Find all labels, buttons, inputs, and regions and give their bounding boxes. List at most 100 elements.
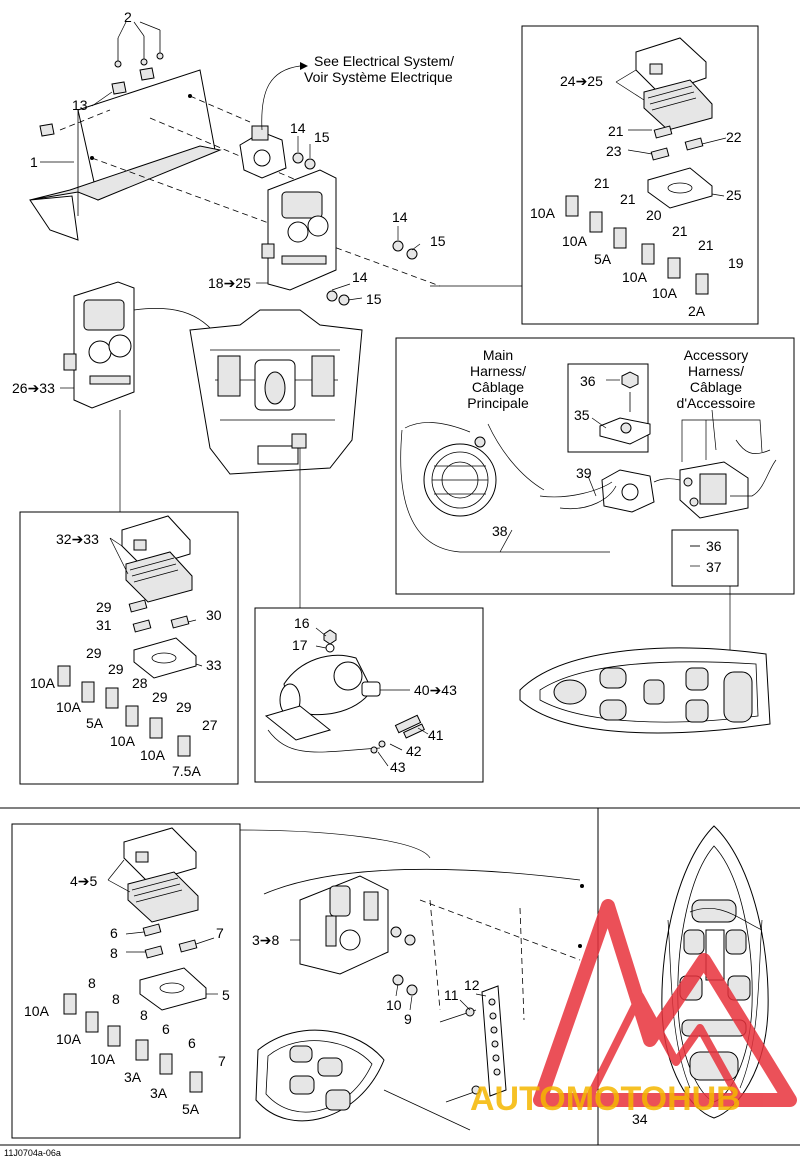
- fuse-box-c-parts: [63, 827, 207, 1093]
- terminal-strip: [439, 985, 507, 1103]
- part-15-label-b: 15: [430, 233, 446, 249]
- fuse-box-b-frame: [19, 511, 239, 785]
- part-21-label-b: 21: [594, 175, 610, 191]
- fuse-5a-label-c: 5A: [182, 1101, 200, 1117]
- boat-top-view-2: [255, 1029, 471, 1131]
- fuse-holder-26-33: [63, 281, 221, 409]
- accessory-harness-parts: [400, 363, 777, 650]
- part-21-label-e: 21: [698, 237, 714, 253]
- mounting-bracket: [29, 69, 441, 287]
- fuse-5a-label-a: 5A: [594, 251, 612, 267]
- part-14-label-c: 14: [352, 269, 368, 285]
- part-29-label-d: 29: [152, 689, 168, 705]
- acc-harness-label-2: Harness/: [688, 363, 744, 379]
- part-41-label: 41: [428, 727, 444, 743]
- fuse-7-5a-label: 7.5A: [172, 763, 201, 779]
- solenoid-connector: [239, 62, 316, 179]
- part-8-label-d: 8: [140, 1007, 148, 1023]
- part-31-label: 31: [96, 617, 112, 633]
- part-8-label-a: 8: [110, 945, 118, 961]
- part-39-label: 39: [576, 465, 592, 481]
- part-6-label-c: 6: [188, 1035, 196, 1051]
- part-2-label: 2: [124, 9, 132, 25]
- part-30-label: 30: [206, 607, 222, 623]
- console-body: [119, 309, 363, 608]
- automotohub-watermark: [533, 899, 797, 1107]
- part-14-label-a: 14: [290, 120, 306, 136]
- screw-washer-frame: [671, 529, 739, 587]
- fuse-box-b-parts: [57, 515, 197, 757]
- part-37-label: 37: [706, 559, 722, 575]
- part-14-label-b: 14: [392, 209, 408, 225]
- bilge-pump-parts: [264, 629, 425, 754]
- fuse-box-a-frame: [521, 25, 759, 325]
- part-3-8-label: 3➔8: [252, 932, 280, 948]
- part-6-label-b: 6: [162, 1021, 170, 1037]
- part-22-label: 22: [726, 129, 742, 145]
- fuse-10a-label-d: 10A: [652, 285, 678, 301]
- part-21-label-c: 21: [620, 191, 636, 207]
- part-36-label-a: 36: [580, 373, 596, 389]
- fuse-10a-label-h: 10A: [140, 747, 166, 763]
- acc-harness-label-4: d'Accessoire: [677, 395, 756, 411]
- fuse-10a-label-e: 10A: [30, 675, 56, 691]
- fuse-10a-label-k: 10A: [90, 1051, 116, 1067]
- part-43-label: 43: [390, 759, 406, 775]
- boat-top-view-1: [519, 647, 771, 734]
- section-frames: [0, 25, 800, 1146]
- part-21-label-d: 21: [672, 223, 688, 239]
- fuse-10a-label-f: 10A: [56, 699, 82, 715]
- fuse-5a-label-b: 5A: [86, 715, 104, 731]
- part-1-label: 1: [30, 154, 38, 170]
- main-harness-label-2: Harness/: [470, 363, 526, 379]
- main-harness-label-1: Main: [483, 347, 513, 363]
- acc-harness-label-3: Câblage: [690, 379, 742, 395]
- fuse-10a-label-c: 10A: [622, 269, 648, 285]
- fuse-holder-3-8: [239, 829, 584, 1021]
- part-13-label: 13: [72, 97, 88, 113]
- bilge-pump-frame: [254, 607, 484, 783]
- part-29-label-b: 29: [86, 645, 102, 661]
- main-harness-label-4: Principale: [467, 395, 529, 411]
- voir-systeme-label: Voir Système Electrique: [304, 69, 453, 85]
- watermark-text: AUTOMOTOHUB: [470, 1080, 741, 1118]
- part-6-label-a: 6: [110, 925, 118, 941]
- part-17-label: 17: [292, 637, 308, 653]
- part-38-label: 38: [492, 523, 508, 539]
- part-29-label-e: 29: [176, 699, 192, 715]
- part-42-label: 42: [406, 743, 422, 759]
- part-40-43-label: 40➔43: [414, 682, 457, 698]
- fuse-holder-18-25: [261, 169, 418, 306]
- part-8-label-b: 8: [88, 975, 96, 991]
- fuse-10a-label-b: 10A: [562, 233, 588, 249]
- screws-2: [39, 30, 164, 137]
- fuse-10a-label-i: 10A: [24, 1003, 50, 1019]
- fuse-box-c-frame: [11, 823, 241, 1139]
- fuse-3a-label-a: 3A: [124, 1069, 142, 1085]
- part-28-label: 28: [132, 675, 148, 691]
- part-8-label-c: 8: [112, 991, 120, 1007]
- fuse-3a-label-b: 3A: [150, 1085, 168, 1101]
- part-15-label-c: 15: [366, 291, 382, 307]
- part-36-label-b: 36: [706, 538, 722, 554]
- part-29-label-c: 29: [108, 661, 124, 677]
- part-12-label: 12: [464, 977, 480, 993]
- fuse-2a-label: 2A: [688, 303, 706, 319]
- fuse-10a-label-g: 10A: [110, 733, 136, 749]
- part-10-label: 10: [386, 997, 402, 1013]
- part-4-5-label: 4➔5: [70, 873, 98, 889]
- part-35-label: 35: [574, 407, 590, 423]
- part-11-label: 11: [444, 987, 459, 1003]
- part-29-label-a: 29: [96, 599, 112, 615]
- part-9-label: 9: [404, 1011, 412, 1027]
- leader-lines: [40, 21, 727, 1011]
- part-32-33-label: 32➔33: [56, 531, 99, 547]
- fuse-box-a-parts: [430, 37, 713, 295]
- part-5-label: 5: [222, 987, 230, 1003]
- part-7-label-b: 7: [218, 1053, 226, 1069]
- fuse-10a-label-a: 10A: [530, 205, 556, 221]
- part-number-labels: 2 13 1 14 15 14 15 14 15 18➔25 26➔33 24➔…: [12, 9, 744, 1127]
- part-24-25-label: 24➔25: [560, 73, 603, 89]
- figure-caption: 11J0704a-06a: [4, 1148, 61, 1158]
